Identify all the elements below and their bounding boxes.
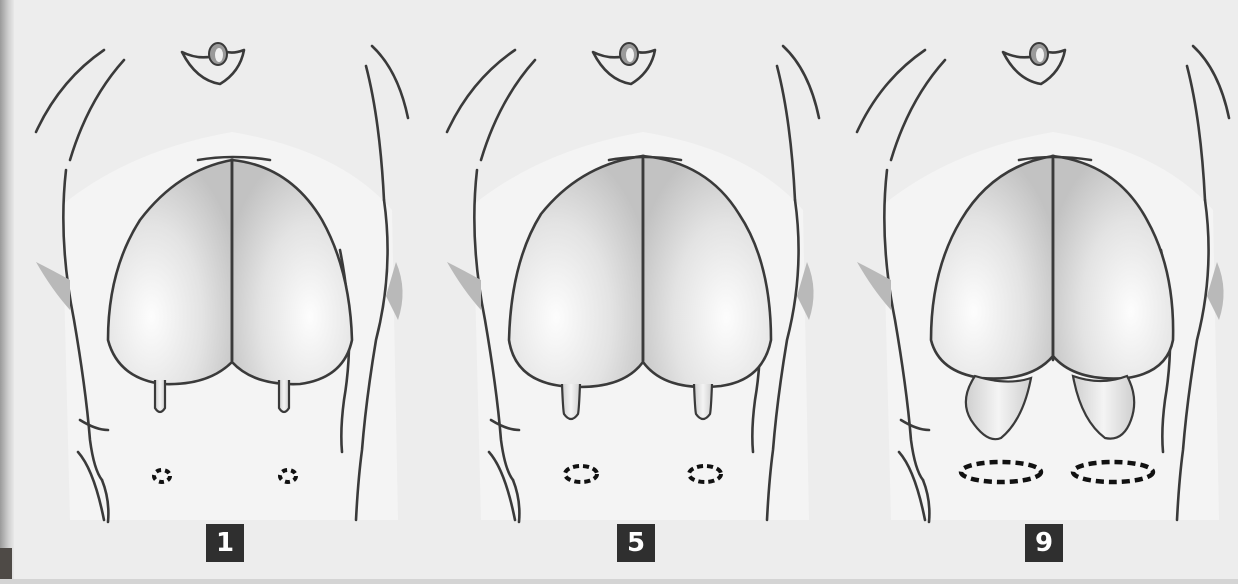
vulva-highlight <box>1036 48 1044 62</box>
teat-left <box>562 384 580 419</box>
panel-label-3: 9 <box>1025 524 1063 562</box>
right-hip-line-inner <box>777 66 795 200</box>
right-hip-line-inner <box>1187 66 1205 200</box>
udder-panel-2 <box>447 43 819 522</box>
panel-label-1: 1 <box>206 524 244 562</box>
left-hip-line <box>447 50 515 132</box>
left-hip-line-inner <box>481 60 535 160</box>
udder-panel-1 <box>36 43 408 522</box>
teat-right <box>279 380 289 412</box>
left-hip-line-inner <box>891 60 945 160</box>
right-hip-line <box>783 46 819 118</box>
left-hip-line <box>36 50 104 132</box>
teat-left <box>155 380 165 412</box>
vulva-highlight <box>215 48 223 62</box>
right-hip-line <box>1193 46 1229 118</box>
udder-panel-3 <box>857 43 1229 522</box>
vulva-highlight <box>626 48 634 62</box>
teat-right <box>694 384 712 419</box>
panel-label-2: 5 <box>617 524 655 562</box>
left-hip-line <box>857 50 925 132</box>
left-hip-line-inner <box>70 60 124 160</box>
right-hip-line <box>372 46 408 118</box>
right-hip-line-inner <box>366 66 384 200</box>
